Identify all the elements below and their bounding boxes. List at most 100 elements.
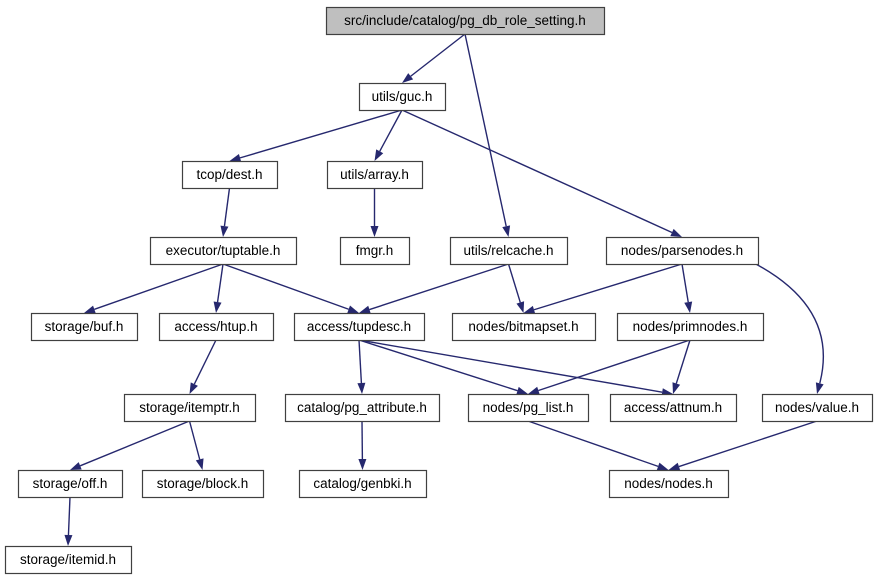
arrowhead-block (195, 458, 204, 470)
node-box[interactable] (17, 469, 124, 499)
node-box[interactable] (616, 312, 765, 342)
edge-root-to-relcache (464, 33, 507, 227)
arrowhead-tupdesc (359, 305, 371, 314)
node-box[interactable] (149, 236, 298, 266)
node-label: storage/buf.h (45, 319, 124, 334)
edge-itemptr-to-block (188, 420, 201, 460)
node-box[interactable] (298, 469, 428, 499)
node-label: storage/block.h (157, 476, 249, 491)
arrowhead-htup (213, 301, 222, 313)
arrowhead-nodes (668, 462, 681, 471)
node-box[interactable] (451, 312, 597, 342)
edge-tupdesc-to-attnum (358, 339, 663, 393)
edge-pg-list-to-nodes (527, 420, 659, 468)
arrowhead-value (815, 382, 824, 394)
edge-value-to-nodes (678, 420, 818, 468)
arrowhead-itemid (64, 534, 73, 546)
edge-dest-to-tuptable (223, 187, 231, 227)
nodes-layer: src/include/catalog/pg_db_role_setting.h… (4, 6, 874, 575)
node-box[interactable] (123, 393, 257, 423)
node-box[interactable] (609, 393, 738, 423)
edge-guc-to-dest (239, 109, 403, 159)
arrowhead-nodes (656, 462, 669, 471)
node-nodes-parsenodes-h[interactable]: nodes/parsenodes.h (605, 236, 760, 266)
node-box[interactable] (339, 236, 411, 266)
edge-parsenodes-to-primnodes (681, 263, 689, 303)
edge-relcache-to-bitmapset (507, 263, 521, 303)
node-label: nodes/parsenodes.h (621, 243, 743, 258)
node-nodes-nodes-h[interactable]: nodes/nodes.h (608, 469, 730, 499)
arrowhead-array (374, 149, 384, 161)
node-label: access/tupdesc.h (307, 319, 411, 334)
node-catalog-genbki-h[interactable]: catalog/genbki.h (298, 469, 428, 499)
node-label: storage/itemid.h (20, 552, 116, 567)
node-nodes-pg-list-h[interactable]: nodes/pg_list.h (467, 393, 590, 423)
arrowhead-off (70, 462, 82, 470)
edges-layer (64, 33, 824, 546)
node-nodes-primnodes-h[interactable]: nodes/primnodes.h (616, 312, 765, 342)
node-executor-tuptable-h[interactable]: executor/tuptable.h (149, 236, 298, 266)
node-nodes-value-h[interactable]: nodes/value.h (761, 393, 874, 423)
edge-itemptr-to-off (79, 420, 190, 467)
node-label: src/include/catalog/pg_db_role_setting.h (344, 13, 586, 28)
node-box[interactable] (284, 393, 441, 423)
edge-guc-to-parsenodes (401, 109, 673, 234)
node-label: storage/off.h (33, 476, 108, 491)
arrowhead-buf (84, 305, 96, 314)
node-utils-array-h[interactable]: utils/array.h (326, 160, 424, 190)
node-storage-itemid-h[interactable]: storage/itemid.h (4, 545, 133, 575)
node-label: fmgr.h (356, 243, 394, 258)
node-box[interactable] (30, 312, 139, 342)
edge-parsenodes-to-bitmapset (533, 263, 683, 311)
node-access-attnum-h[interactable]: access/attnum.h (609, 393, 738, 423)
node-access-tupdesc-h[interactable]: access/tupdesc.h (293, 312, 426, 342)
arrowhead-tupdesc (347, 305, 359, 314)
node-utils-relcache-h[interactable]: utils/relcache.h (449, 236, 569, 266)
node-access-htup-h[interactable]: access/htup.h (158, 312, 275, 342)
edge-tupdesc-to-pg-attribute (358, 339, 363, 384)
node-storage-off-h[interactable]: storage/off.h (17, 469, 124, 499)
node-box[interactable] (761, 393, 874, 423)
node-label: catalog/pg_attribute.h (297, 400, 427, 415)
edge-primnodes-to-pg-list (538, 339, 691, 392)
node-box[interactable] (608, 469, 730, 499)
arrowhead-bitmapset (516, 301, 525, 313)
arrowhead-fmgr (370, 226, 379, 237)
node-box[interactable] (449, 236, 569, 266)
node-label: executor/tuptable.h (166, 243, 281, 258)
arrowhead-genbki (358, 458, 367, 470)
node-box[interactable] (605, 236, 760, 266)
edge-primnodes-to-attnum (675, 339, 691, 384)
node-box[interactable] (467, 393, 590, 423)
node-label: nodes/nodes.h (624, 476, 713, 491)
edge-parsenodes-to-value (751, 261, 824, 384)
node-nodes-bitmapset-h[interactable]: nodes/bitmapset.h (451, 312, 597, 342)
node-box[interactable] (4, 545, 133, 575)
node-box[interactable] (326, 160, 424, 190)
edge-guc-to-array (379, 109, 403, 152)
node-box[interactable] (293, 312, 426, 342)
node-box[interactable] (141, 469, 265, 499)
arrowhead-pg-list (516, 386, 528, 395)
node-box[interactable] (325, 6, 606, 36)
node-storage-block-h[interactable]: storage/block.h (141, 469, 265, 499)
arrowhead-bitmapset (523, 305, 536, 314)
node-box[interactable] (158, 312, 275, 342)
arrowhead-dest (229, 154, 242, 162)
node-tcop-dest-h[interactable]: tcop/dest.h (181, 160, 279, 190)
node-storage-itemptr-h[interactable]: storage/itemptr.h (123, 393, 257, 423)
node-fmgr-h[interactable]: fmgr.h (339, 236, 411, 266)
arrowhead-parsenodes (670, 228, 682, 237)
node-storage-buf-h[interactable]: storage/buf.h (30, 312, 139, 342)
node-label: nodes/value.h (775, 400, 859, 415)
edge-tuptable-to-tupdesc (222, 263, 349, 310)
node-box[interactable] (181, 160, 279, 190)
edge-off-to-itemid (67, 496, 71, 536)
node-label: utils/array.h (340, 167, 409, 182)
node-src-include-catalog-pg-db-role-setting-h[interactable]: src/include/catalog/pg_db_role_setting.h (325, 6, 606, 36)
node-label: storage/itemptr.h (139, 400, 240, 415)
node-utils-guc-h[interactable]: utils/guc.h (358, 82, 447, 112)
node-catalog-pg-attribute-h[interactable]: catalog/pg_attribute.h (284, 393, 441, 423)
node-box[interactable] (358, 82, 447, 112)
